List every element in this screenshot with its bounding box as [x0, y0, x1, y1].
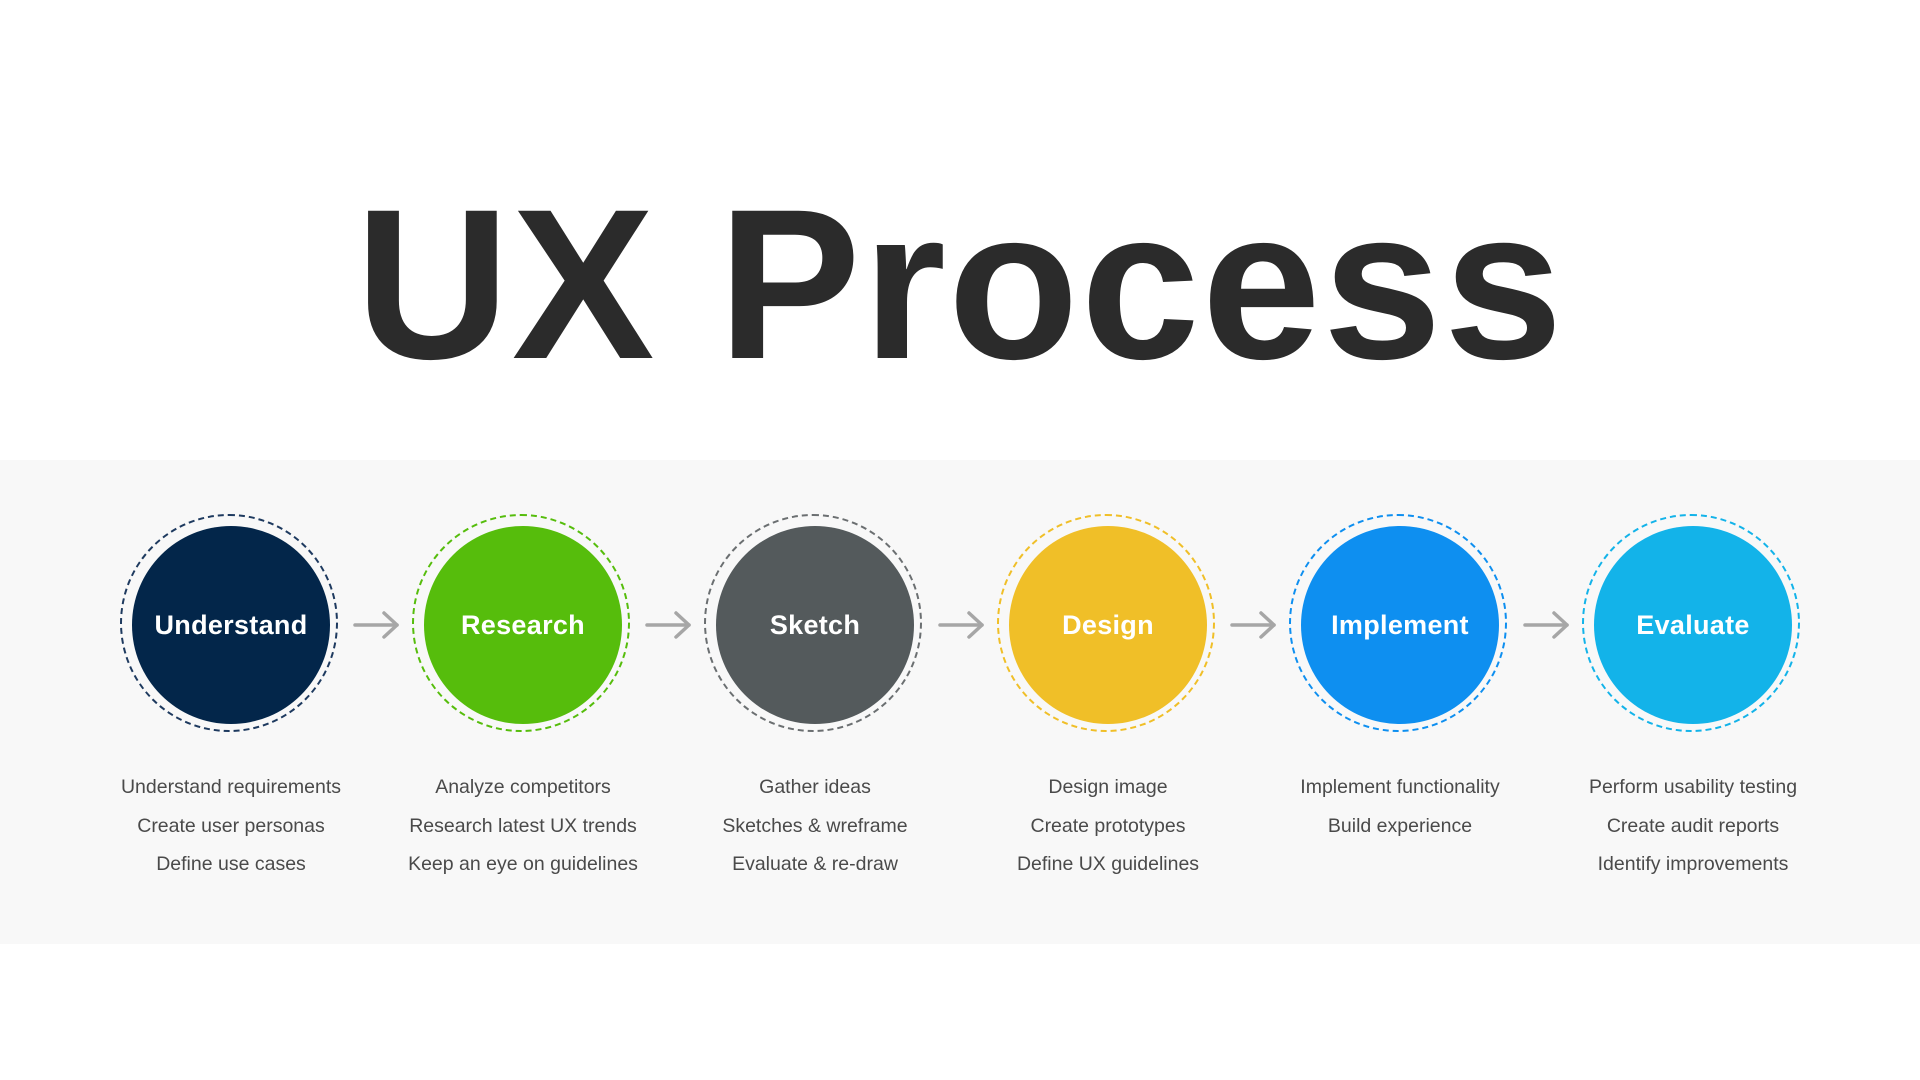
page-title: UX Process: [355, 165, 1565, 404]
step-task: Analyze competitors: [435, 776, 611, 798]
arrow-right-icon: [645, 611, 691, 639]
step-task: Perform usability testing: [1588, 776, 1798, 798]
step-task: Implement functionality: [1300, 776, 1500, 798]
step-task: Identify improvements: [1597, 853, 1789, 875]
step-ring: [412, 514, 630, 732]
step-task: Research latest UX trends: [409, 814, 637, 837]
step-task: Understand requirements: [120, 776, 342, 798]
step-label: Sketch: [769, 609, 861, 640]
step-task: Design image: [1048, 776, 1168, 798]
step-ring: [997, 514, 1215, 732]
step-label: Understand: [154, 609, 308, 640]
step-circle-research: Research: [424, 526, 622, 724]
step-circle-evaluate: Evaluate: [1594, 526, 1792, 724]
step-task: Gather ideas: [759, 776, 871, 798]
step-ring: [704, 514, 922, 732]
step-task: Keep an eye on guidelines: [408, 853, 638, 875]
arrow-right-icon: [353, 611, 399, 639]
step-task: Sketches & wreframe: [722, 814, 908, 837]
step-circle-understand: Understand: [132, 526, 330, 724]
step-ring: [120, 514, 338, 732]
step-task: Create user personas: [137, 814, 325, 837]
step-circle-design: Design: [1009, 526, 1207, 724]
step-task: Create audit reports: [1606, 814, 1780, 837]
step-ring: [1289, 514, 1507, 732]
step-task: Evaluate & re-draw: [732, 853, 898, 875]
arrow-right-icon: [1522, 611, 1569, 639]
step-task: Build experience: [1327, 814, 1473, 837]
step-ring: [1582, 514, 1800, 732]
step-task: Create prototypes: [1030, 814, 1186, 837]
step-circle-implement: Implement: [1301, 526, 1499, 724]
step-circle-sketch: Sketch: [716, 526, 914, 724]
step-task: Define use cases: [156, 853, 306, 875]
step-label: Design: [1062, 609, 1154, 640]
arrow-right-icon: [937, 611, 984, 639]
step-label: Research: [461, 609, 585, 640]
arrow-right-icon: [1230, 611, 1276, 639]
step-label: Evaluate: [1636, 609, 1750, 640]
step-task: Define UX guidelines: [1016, 853, 1200, 875]
step-label: Implement: [1331, 609, 1469, 640]
